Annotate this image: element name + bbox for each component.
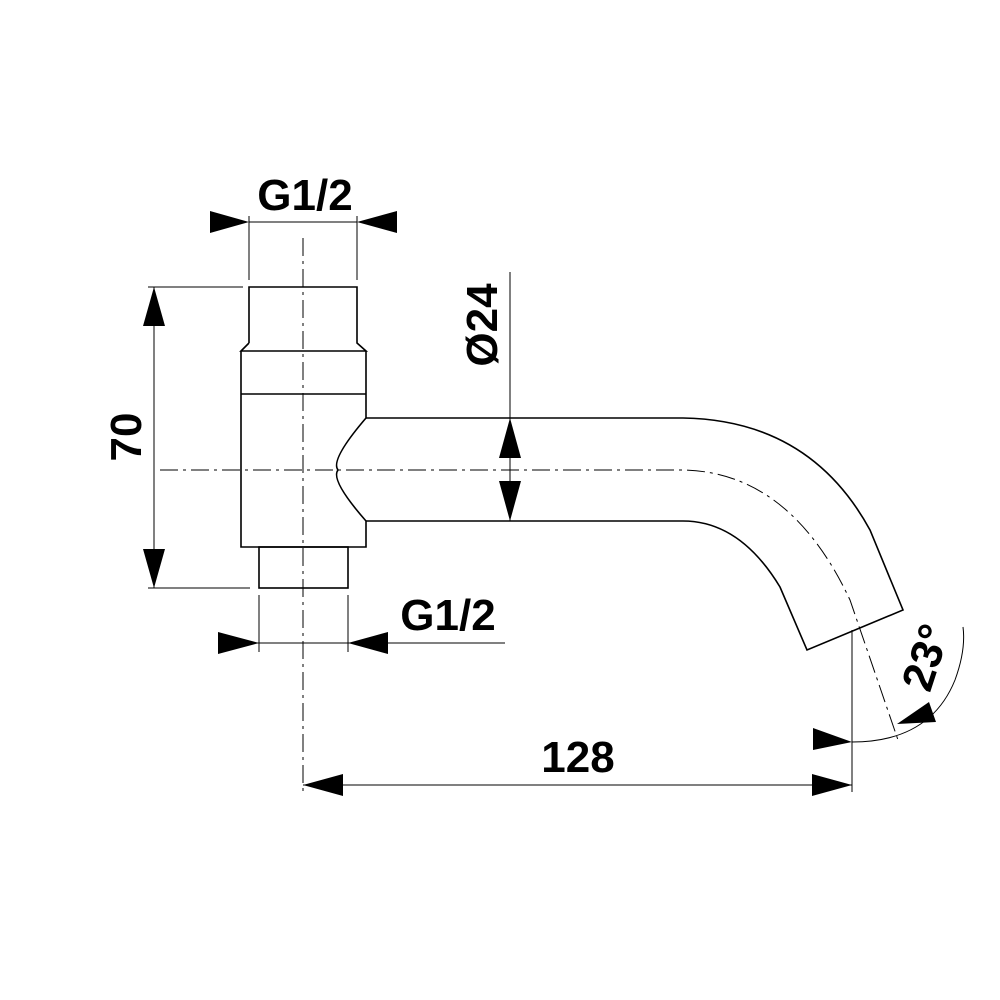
spout [366, 417, 905, 652]
angle-label: 23° [893, 618, 960, 696]
height-label: 70 [102, 413, 151, 462]
spout-centerline [160, 469, 899, 741]
diameter-label: Ø24 [458, 283, 507, 367]
bottom-thread-dimension [218, 595, 505, 654]
top-thread-label: G1/2 [257, 171, 352, 220]
bottom-thread-label: G1/2 [400, 591, 495, 640]
length-dimension [303, 630, 853, 796]
top-thread-dimension [210, 211, 397, 280]
height-dimension [143, 286, 250, 589]
valve-body [239, 286, 369, 589]
length-label: 128 [541, 733, 614, 782]
angle-dimension [813, 626, 965, 750]
diameter-dimension [499, 272, 521, 521]
